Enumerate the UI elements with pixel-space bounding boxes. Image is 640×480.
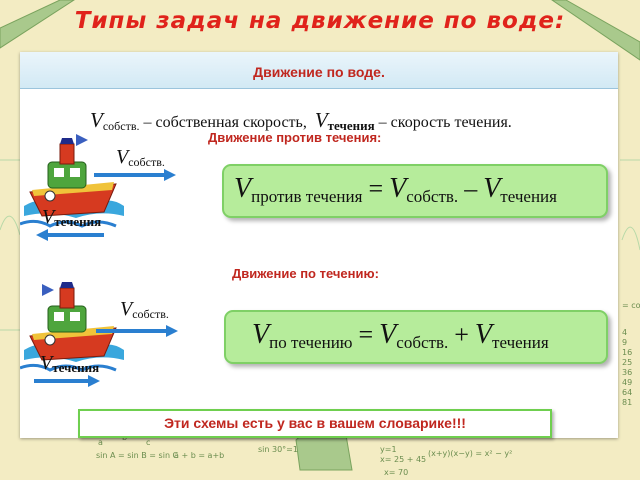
svg-text:sin A = sin B = sin C: sin A = sin B = sin C — [96, 451, 179, 460]
downstream-formula-lhs-subscript: по течению — [269, 333, 353, 352]
dictionary-note: Эти схемы есть у вас в вашем словарике!!… — [78, 409, 552, 438]
current-speed-description: – скорость течения. — [374, 114, 512, 131]
svg-text:y=1: y=1 — [380, 445, 397, 454]
svg-text:sin 30°=1: sin 30°=1 — [258, 445, 298, 454]
upstream-formula-term1-symbol: V — [389, 173, 407, 204]
upstream-formula-term1-subscript: собств. — [406, 187, 459, 206]
current-speed-subscript: течения — [327, 118, 375, 133]
downstream-formula-term2-symbol: V — [474, 319, 493, 350]
upstream-current-speed-subscript: течения — [54, 214, 102, 229]
upstream-formula-lhs-subscript: против течения — [251, 187, 363, 206]
downstream-formula: Vпо течению=Vсобств.+Vтечения — [252, 319, 549, 353]
boat-upstream-illustration — [20, 134, 124, 228]
own-speed-symbol: V — [90, 108, 103, 132]
downstream-formula-plus: + — [454, 320, 469, 349]
svg-text:= co: = co — [622, 301, 640, 310]
downstream-boat-speed-symbol: V — [120, 298, 133, 320]
upstream-boat-speed-label: Vсобств. — [116, 146, 165, 170]
svg-text:49: 49 — [622, 378, 632, 387]
content-card: Движение по воде. Vсобств. – собственная… — [20, 52, 618, 438]
own-speed-subscript: собств. — [102, 119, 140, 133]
svg-text:(x+y)(x−y) = x² − y²: (x+y)(x−y) = x² − y² — [428, 449, 512, 458]
svg-text:x= 70: x= 70 — [384, 468, 408, 477]
downstream-formula-equals: = — [358, 320, 374, 349]
own-speed-description: – собственная скорость, — [139, 114, 307, 131]
downstream-boat-speed-subscript: собств. — [132, 307, 169, 321]
current-speed-symbol: V — [314, 108, 328, 132]
downstream-formula-term1-subscript: собств. — [396, 333, 449, 352]
svg-text:a + b = a+b: a + b = a+b — [174, 451, 224, 460]
svg-text:81: 81 — [622, 398, 632, 407]
definition-line: Vсобств. – собственная скорость, Vтечени… — [90, 108, 512, 134]
svg-text:16: 16 — [622, 348, 632, 357]
upstream-formula-equals: = — [368, 174, 384, 203]
card-title: Движение по воде. — [253, 64, 385, 80]
downstream-boat-speed-arrow — [96, 325, 178, 337]
upstream-boat-speed-subscript: собств. — [128, 155, 165, 169]
downstream-heading: Движение по течению: — [232, 266, 379, 281]
downstream-current-speed-label: Vтечения — [40, 352, 99, 376]
upstream-formula-term2-symbol: V — [483, 173, 501, 204]
upstream-current-arrow — [36, 229, 104, 241]
upstream-boat-speed-arrow — [94, 169, 176, 181]
card-header: Движение по воде. — [20, 52, 618, 89]
upstream-heading: Движение против течения: — [208, 130, 382, 145]
svg-text:36: 36 — [622, 368, 632, 377]
upstream-boat-speed-symbol: V — [116, 146, 129, 168]
boat-downstream-illustration — [20, 282, 124, 372]
svg-text:64: 64 — [622, 388, 632, 397]
svg-text:a: a — [98, 438, 103, 447]
upstream-formula-box: Vпротив течения=Vсобств.–Vтечения — [222, 164, 608, 218]
downstream-current-speed-subscript: течения — [52, 360, 100, 375]
downstream-current-arrow — [34, 375, 100, 387]
svg-text:c: c — [146, 438, 150, 447]
downstream-formula-lhs-symbol: V — [252, 319, 270, 350]
upstream-current-speed-label: Vтечения — [42, 206, 101, 230]
downstream-formula-term1-symbol: V — [379, 319, 397, 350]
svg-text:4: 4 — [622, 328, 627, 337]
upstream-formula-lhs-symbol: V — [234, 173, 252, 204]
slide-title: Типы задач на движение по воде: — [74, 8, 566, 34]
downstream-formula-term2-subscript: течения — [492, 333, 549, 352]
upstream-formula-minus: – — [464, 174, 478, 203]
downstream-current-speed-symbol: V — [40, 352, 53, 374]
svg-text:9: 9 — [622, 338, 627, 347]
upstream-formula: Vпротив течения=Vсобств.–Vтечения — [234, 173, 557, 207]
upstream-current-speed-symbol: V — [42, 206, 55, 228]
svg-text:25: 25 — [622, 358, 632, 367]
upstream-formula-term2-subscript: течения — [500, 187, 557, 206]
downstream-formula-box: Vпо течению=Vсобств.+Vтечения — [224, 310, 608, 364]
svg-text:x= 25 + 45: x= 25 + 45 — [380, 455, 426, 464]
downstream-boat-speed-label: Vсобств. — [120, 298, 169, 322]
